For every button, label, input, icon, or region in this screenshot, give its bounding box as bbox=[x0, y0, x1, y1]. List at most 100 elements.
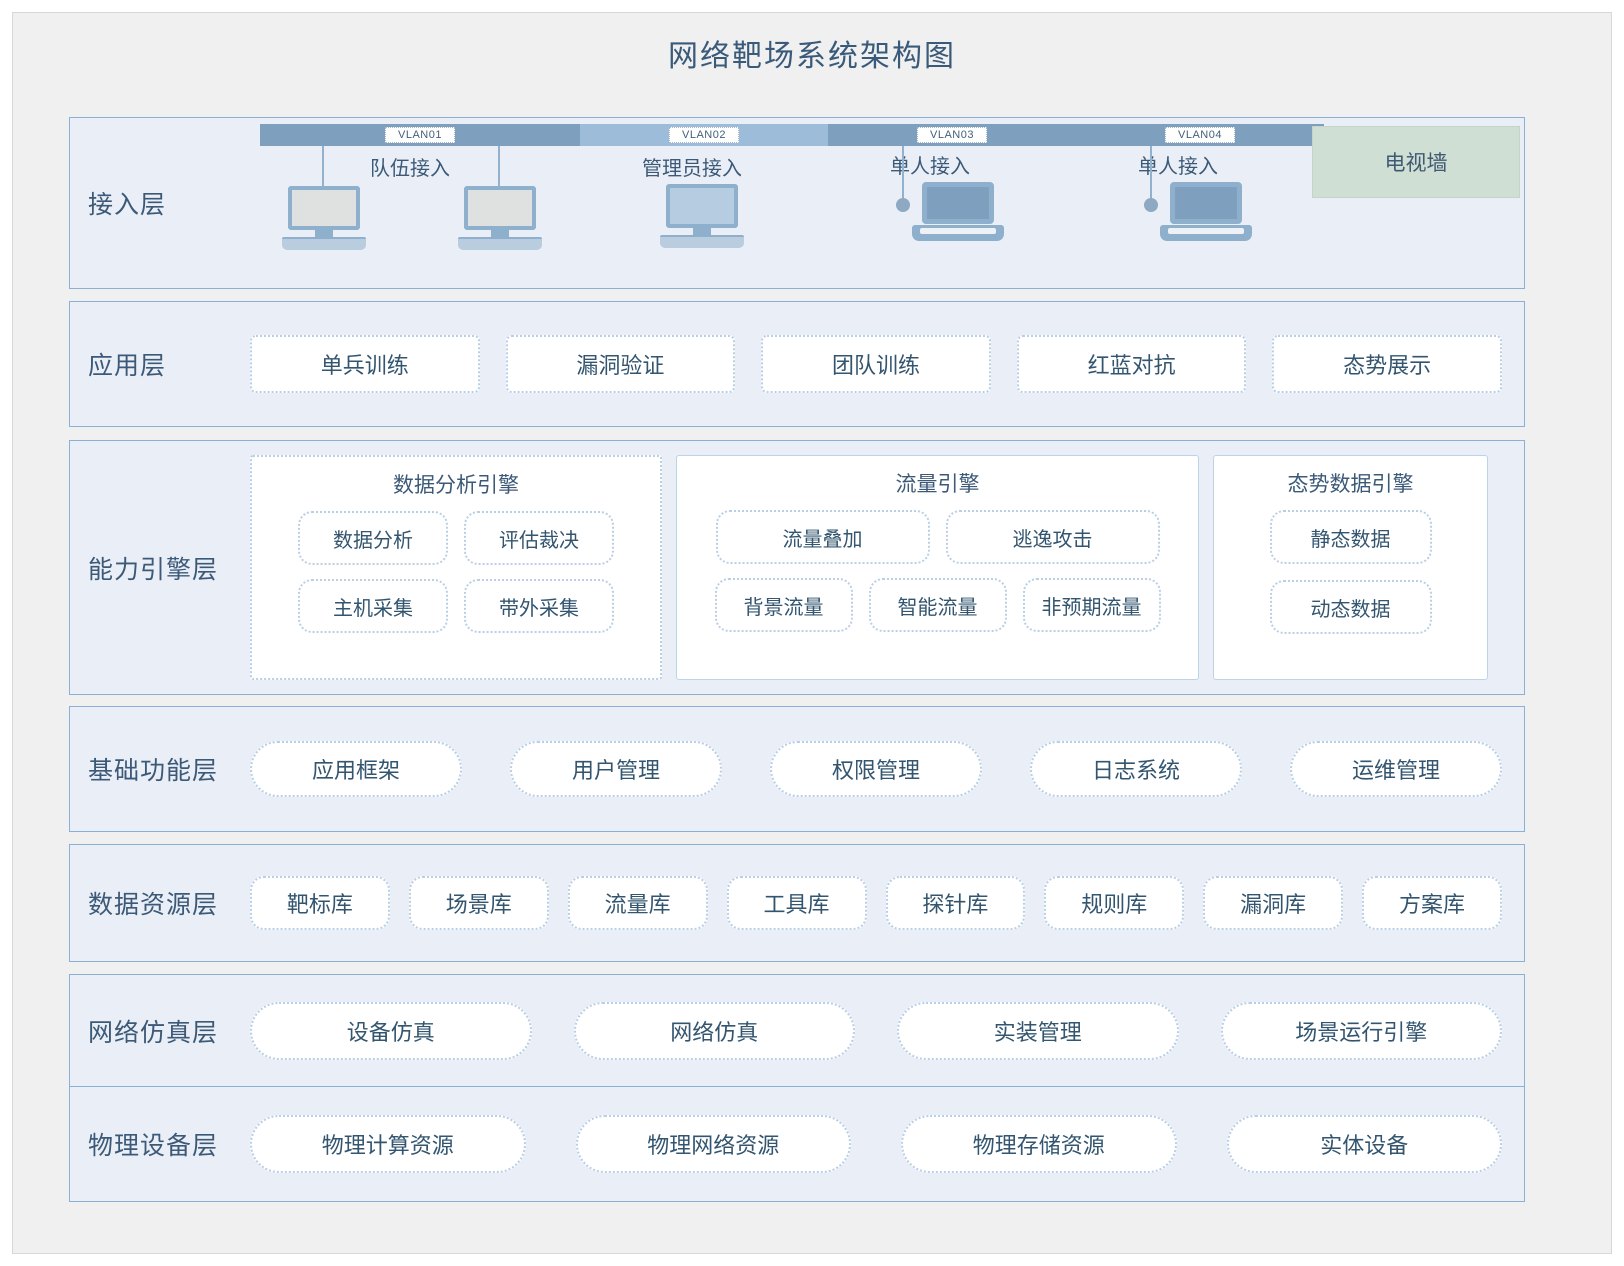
engine-panels-row: 数据分析引擎 数据分析 评估裁决 主机采集 带外采集 流量引擎 流量叠加 逃逸攻… bbox=[250, 441, 1524, 694]
vlan-tag-01: VLAN01 bbox=[385, 127, 455, 143]
monitor-screen bbox=[288, 186, 360, 230]
endpoint-dot-icon bbox=[1144, 198, 1158, 212]
basic-item[interactable]: 权限管理 bbox=[770, 741, 982, 797]
app-item[interactable]: 红蓝对抗 bbox=[1016, 335, 1247, 393]
engine-item[interactable]: 逃逸攻击 bbox=[945, 510, 1160, 564]
engine-item[interactable]: 智能流量 bbox=[868, 578, 1007, 632]
engine-panel-traffic: 流量引擎 流量叠加 逃逸攻击 背景流量 智能流量 非预期流量 bbox=[676, 455, 1199, 680]
engine-layer-body: 数据分析引擎 数据分析 评估裁决 主机采集 带外采集 流量引擎 流量叠加 逃逸攻… bbox=[250, 441, 1524, 694]
laptop-screen bbox=[1170, 182, 1242, 224]
desktop-computer-icon bbox=[458, 186, 542, 250]
engine-panel-situation-data: 态势数据引擎 静态数据 动态数据 bbox=[1213, 455, 1488, 680]
layer-label-data-resource: 数据资源层 bbox=[88, 891, 219, 919]
engine-panel-items: 流量叠加 逃逸攻击 背景流量 智能流量 非预期流量 bbox=[677, 510, 1198, 632]
engine-panel-items: 数据分析 评估裁决 主机采集 带外采集 bbox=[252, 511, 660, 633]
app-item[interactable]: 态势展示 bbox=[1272, 335, 1502, 393]
access-layer-body: VLAN01 队伍接入 VLAN02 bbox=[250, 118, 1524, 288]
engine-item[interactable]: 主机采集 bbox=[298, 579, 448, 633]
layer-label-application: 应用层 bbox=[88, 352, 167, 380]
app-item[interactable]: 漏洞验证 bbox=[505, 335, 736, 393]
basic-item[interactable]: 运维管理 bbox=[1290, 741, 1502, 797]
page-title: 网络靶场系统架构图 bbox=[668, 40, 956, 73]
laptop-icon bbox=[1160, 182, 1252, 244]
layer-label-basic-function: 基础功能层 bbox=[88, 757, 219, 785]
vlan-bar-02[interactable]: VLAN02 bbox=[580, 124, 828, 146]
access-caption-04: 单人接入 bbox=[1138, 156, 1218, 178]
layer-label-physical-device: 物理设备层 bbox=[88, 1132, 219, 1160]
engine-item[interactable]: 数据分析 bbox=[298, 511, 448, 565]
tv-wall-box[interactable]: 电视墙 bbox=[1312, 126, 1520, 198]
drop-line-01b bbox=[498, 146, 500, 188]
access-caption-03: 单人接入 bbox=[890, 156, 970, 178]
keyboard-icon bbox=[660, 235, 744, 248]
simulation-item[interactable]: 场景运行引擎 bbox=[1220, 1002, 1502, 1060]
layer-engine: 能力引擎层 数据分析引擎 数据分析 评估裁决 主机采集 带外采集 流量引擎 流量… bbox=[69, 440, 1525, 695]
monitor-screen bbox=[666, 184, 738, 228]
laptop-screen bbox=[922, 182, 994, 224]
data-resource-item[interactable]: 场景库 bbox=[408, 876, 549, 930]
basic-item[interactable]: 应用框架 bbox=[250, 741, 462, 797]
engine-item[interactable]: 背景流量 bbox=[714, 578, 853, 632]
engine-panel-title: 流量引擎 bbox=[895, 473, 980, 496]
keyboard-icon bbox=[282, 237, 366, 250]
vlan-bar-04[interactable]: VLAN04 bbox=[1076, 124, 1324, 146]
physical-device-layer-body: 物理计算资源 物理网络资源 物理存储资源 实体设备 bbox=[250, 1087, 1524, 1201]
physical-item[interactable]: 实体设备 bbox=[1226, 1115, 1502, 1173]
layer-label-engine: 能力引擎层 bbox=[88, 555, 219, 584]
data-resource-item[interactable]: 靶标库 bbox=[250, 876, 390, 930]
vlan-tag-04: VLAN04 bbox=[1165, 127, 1235, 143]
basic-item[interactable]: 用户管理 bbox=[510, 741, 722, 797]
laptop-base bbox=[1160, 225, 1252, 241]
layer-data-resource: 数据资源层 靶标库 场景库 流量库 工具库 探针库 规则库 漏洞库 方案库 bbox=[69, 844, 1525, 962]
vlan-bar-03[interactable]: VLAN03 bbox=[828, 124, 1076, 146]
physical-item[interactable]: 物理存储资源 bbox=[901, 1115, 1177, 1173]
app-item[interactable]: 团队训练 bbox=[761, 335, 991, 393]
monitor-stand bbox=[491, 230, 509, 237]
engine-item[interactable]: 非预期流量 bbox=[1022, 578, 1161, 632]
desktop-computer-icon bbox=[282, 186, 366, 250]
diagram-canvas: 网络靶场系统架构图 接入层 VLAN01 队伍接入 bbox=[12, 12, 1612, 1254]
monitor-stand bbox=[693, 228, 711, 235]
engine-panel-data-analysis: 数据分析引擎 数据分析 评估裁决 主机采集 带外采集 bbox=[250, 455, 662, 680]
engine-item[interactable]: 流量叠加 bbox=[715, 510, 930, 564]
physical-item[interactable]: 物理网络资源 bbox=[575, 1115, 851, 1173]
admin-computer-icon bbox=[660, 184, 744, 248]
laptop-icon bbox=[912, 182, 1004, 244]
physical-device-items-row: 物理计算资源 物理网络资源 物理存储资源 实体设备 bbox=[250, 1087, 1524, 1201]
simulation-item[interactable]: 网络仿真 bbox=[573, 1002, 855, 1060]
vlan-tag-03: VLAN03 bbox=[917, 127, 987, 143]
data-resource-item[interactable]: 探针库 bbox=[885, 876, 1026, 930]
layer-application: 应用层 单兵训练 漏洞验证 团队训练 红蓝对抗 态势展示 bbox=[69, 301, 1525, 427]
data-resource-item[interactable]: 方案库 bbox=[1362, 876, 1502, 930]
engine-item[interactable]: 动态数据 bbox=[1269, 580, 1432, 634]
data-resource-item[interactable]: 工具库 bbox=[726, 876, 867, 930]
application-items-row: 单兵训练 漏洞验证 团队训练 红蓝对抗 态势展示 bbox=[250, 302, 1524, 426]
network-simulation-items-row: 设备仿真 网络仿真 实装管理 场景运行引擎 bbox=[250, 975, 1524, 1087]
data-resource-item[interactable]: 流量库 bbox=[567, 876, 708, 930]
vlan-tag-02: VLAN02 bbox=[669, 127, 739, 143]
engine-panel-title: 态势数据引擎 bbox=[1287, 473, 1414, 496]
access-caption-02: 管理员接入 bbox=[642, 158, 742, 180]
engine-item[interactable]: 静态数据 bbox=[1269, 510, 1432, 564]
network-simulation-layer-body: 设备仿真 网络仿真 实装管理 场景运行引擎 bbox=[250, 975, 1524, 1087]
layer-label-network-simulation: 网络仿真层 bbox=[88, 1019, 219, 1047]
access-caption-01: 队伍接入 bbox=[370, 158, 450, 180]
data-resource-item[interactable]: 漏洞库 bbox=[1203, 876, 1344, 930]
engine-panel-title: 数据分析引擎 bbox=[393, 474, 519, 497]
vlan-bar-01[interactable]: VLAN01 bbox=[260, 124, 580, 146]
engine-item[interactable]: 带外采集 bbox=[464, 579, 614, 633]
drop-line-03 bbox=[902, 146, 904, 204]
layer-label-access: 接入层 bbox=[88, 191, 167, 219]
engine-item[interactable]: 评估裁决 bbox=[464, 511, 614, 565]
simulation-item[interactable]: 实装管理 bbox=[897, 1002, 1179, 1060]
monitor-stand bbox=[315, 230, 333, 237]
simulation-item[interactable]: 设备仿真 bbox=[250, 1002, 532, 1060]
layer-physical-device: 物理设备层 物理计算资源 物理网络资源 物理存储资源 实体设备 bbox=[69, 1086, 1525, 1202]
app-item[interactable]: 单兵训练 bbox=[250, 335, 480, 393]
basic-function-layer-body: 应用框架 用户管理 权限管理 日志系统 运维管理 bbox=[250, 707, 1524, 831]
basic-item[interactable]: 日志系统 bbox=[1030, 741, 1242, 797]
data-resource-item[interactable]: 规则库 bbox=[1044, 876, 1185, 930]
layer-access: 接入层 VLAN01 队伍接入 bbox=[69, 117, 1525, 289]
physical-item[interactable]: 物理计算资源 bbox=[250, 1115, 526, 1173]
laptop-base bbox=[912, 225, 1004, 241]
